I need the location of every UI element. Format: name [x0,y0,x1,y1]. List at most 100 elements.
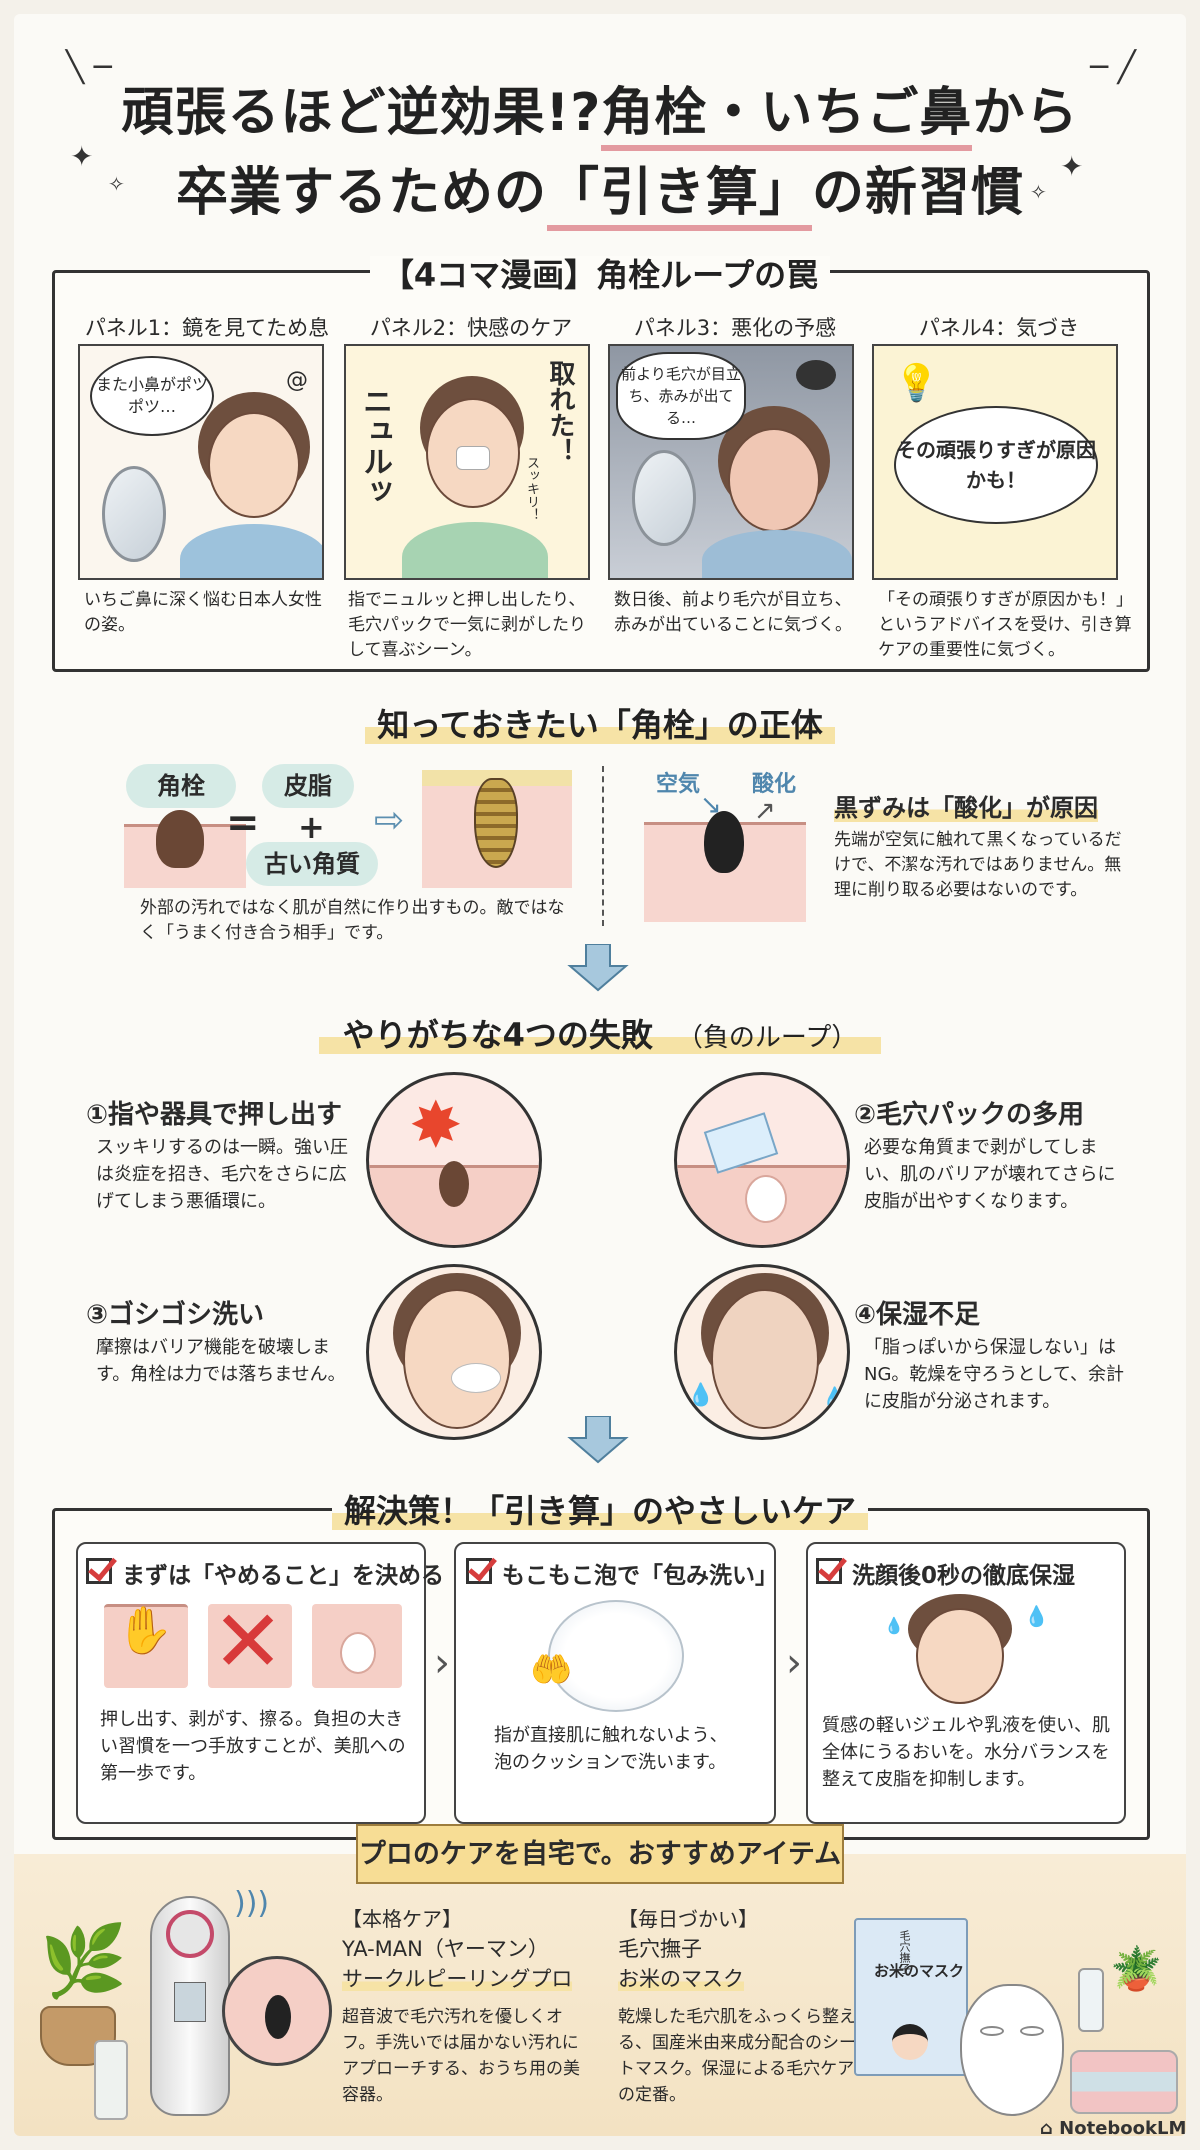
lightbulb-icon: 💡 [894,363,939,404]
mask-package-label: お米のマスク [874,1962,965,1980]
mistakes-heading-sub: （負のループ） [664,1023,870,1053]
device-detail-circle [222,1956,332,2066]
pore-cross-section [422,770,572,888]
panel-1-label: パネル1：鏡を見てため息 [84,316,330,340]
pump-bottle [1078,1968,1104,2032]
item-a-name2: サークルピーリングプロ [342,1966,573,1993]
solution-heading: 解決策！「引き算」のやさしいケア [0,1486,1200,1532]
face [403,1289,511,1429]
clean-pore [340,1632,376,1674]
sparkle-icon: ✧ [1030,180,1047,204]
mistake-4-illustration: 💧 💧 [674,1264,850,1440]
cross-mark-icon: ✕ [212,1592,285,1692]
plug-description: 外部の汚れではなく肌が自然に作り出すもの。敵ではなく「うまく付き合う相手」です。 [140,898,565,943]
leaf-icon: 🌿 [40,1920,128,2002]
chevron-right-icon: › [786,1640,802,1686]
panel-2-label: パネル2：快感のケア [369,316,573,340]
checkbox-icon [466,1558,492,1584]
dark-cause-desc: 先端が空気に触れて黒くなっているだけで、不潔な汚れではありません。無理に削り取る… [834,830,1122,900]
emphasis-lines-icon: ─ ╱ [1090,50,1136,85]
chevron-right-icon: › [434,1640,450,1686]
mistake-1-title: ①指や器具で押し出す [86,1100,343,1130]
term-sebum: 皮脂 [262,764,354,808]
equals-sign: = [226,800,260,846]
no-pack-illustration: ✕ [208,1592,292,1692]
foam-illustration [548,1600,684,1712]
comic-heading: 【4コマ漫画】角栓ループの罠 [0,250,1200,296]
speech-bubble: また小鼻がポツポツ… [90,356,214,436]
mistake-2-desc: 必要な角質まで剥がしてしまい、肌のバリアが壊れてさらに皮脂が出やすくなります。 [864,1137,1116,1212]
oil-drop-icon: 💧 [687,1383,715,1408]
solution-card-3-desc: 質感の軽いジェルや乳液を使い、肌全体にうるおいを。水分バランスを整えて皮脂を抑制… [822,1715,1110,1790]
panel-3-label: パネル3：悪化の予感 [633,316,837,340]
comic-panel-3: 前より毛穴が目立ち、赤みが出てる… [608,344,854,580]
down-arrow-icon [567,1416,629,1464]
down-arrow-icon [567,944,629,992]
panel-4-caption: 「その頑張りすぎが原因かも！」というアドバイスを受け、引き算ケアの重要性に気づく… [878,590,1133,660]
plant-illustration: 🌿 [30,1920,128,2066]
beauty-device-illustration [150,1896,230,2116]
mask-eye-hole [1020,2026,1044,2036]
face [728,428,820,532]
plug-heading-text: 知っておきたい「角栓」の正体 [365,706,835,744]
arrow-right-icon: ⇨ [374,800,405,841]
title-part: の新習慣 [812,163,1025,223]
emphasis-lines-icon: ╲ ─ [66,50,112,85]
dark-cloud-icon [796,360,836,390]
term-old-keratin: 古い角質 [246,842,378,886]
speech-bubble: 前より毛穴が目立ち、赤みが出てる… [616,352,746,440]
foam-icon [451,1363,501,1393]
dark-cause-title: 黒ずみは「酸化」が原因 [834,788,1098,823]
mistakes-heading-text: やりがちな4つの失敗 [330,1016,665,1054]
signal-waves-icon: ))) [234,1886,270,1921]
speech-bubble: その頑張りすぎが原因かも！ [894,406,1098,524]
air-arrow-icon: ↘ [700,790,722,820]
mistake-1-illustration: ✸ [366,1072,542,1248]
title-highlight: 角栓・いちご鼻 [601,83,973,151]
oxidized-pore-diagram [644,811,806,922]
solution-card-1-desc: 押し出す、剥がす、擦る。負担の大きい習慣を一つ手放すことが、美肌への第一歩です。 [100,1709,406,1784]
sparkle-icon: ✧ [108,172,125,196]
shirt [402,522,548,578]
mistake-3-title: ③ゴシゴシ洗い [86,1300,265,1330]
stop-pressing-illustration: ✋ [104,1603,188,1688]
plug-shape [156,810,204,868]
item-a-name2-text: サークルピーリングプロ [342,1967,573,1991]
water-drop-icon: 💧 [884,1616,904,1635]
hand-icon: 🤲 [530,1650,573,1690]
plug-shape [439,1161,469,1207]
empty-pore [745,1175,787,1223]
towel-stack [1070,2050,1178,2114]
checkbox-icon [816,1558,842,1584]
title-part: から [972,83,1079,143]
plug-heading: 知っておきたい「角栓」の正体 [0,700,1200,746]
sfx-sukkiri: スッキリ！ [524,456,539,521]
item-b-name2: お米のマスク [618,1966,744,1993]
mistake-3-desc: 摩擦はバリア機能を破壊します。角栓は力では落ちません。 [96,1337,346,1385]
mirror-icon [102,466,166,562]
hand-icon: ✋ [116,1603,174,1657]
mistake-1-desc: スッキリするのは一瞬。強い圧は炎症を招き、毛穴をさらに広げてしまう悪循環に。 [96,1137,348,1212]
solution-card-2-title: もこもこ泡で「包み洗い」 [502,1563,778,1589]
diffuser-illustration [94,2040,128,2120]
solution-card-1-title: まずは「やめること」を決める [122,1563,444,1589]
mistakes-heading: やりがちな4つの失敗（負のループ） [0,1010,1200,1056]
section-divider [602,766,604,926]
sheet-mask-illustration [960,1984,1064,2116]
black-plug [265,1995,291,2039]
plus-sign: + [298,808,325,846]
sparkle-icon: ✦ [70,140,94,173]
black-plug [704,811,744,873]
mask-eye-hole [980,2026,1004,2036]
oxid-arrow-icon: ↗ [754,796,776,826]
page-title-line1: 頑張るほど逆効果!?角栓・いちご鼻から [0,70,1200,151]
device-head [166,1910,214,1958]
solution-heading-text: 解決策！「引き算」のやさしいケア [331,1492,868,1530]
inflammation-burst-icon: ✸ [409,1089,463,1163]
label-air: 空気 [656,772,701,797]
comic-panel-1: また小鼻がポツポツ… @ [78,344,324,580]
label-oxidation: 酸化 [752,772,797,797]
comic-panel-4: 💡 その頑張りすぎが原因かも！ [872,344,1118,580]
pore-strip [456,446,490,470]
sparkle-icon: ✦ [1060,150,1084,183]
